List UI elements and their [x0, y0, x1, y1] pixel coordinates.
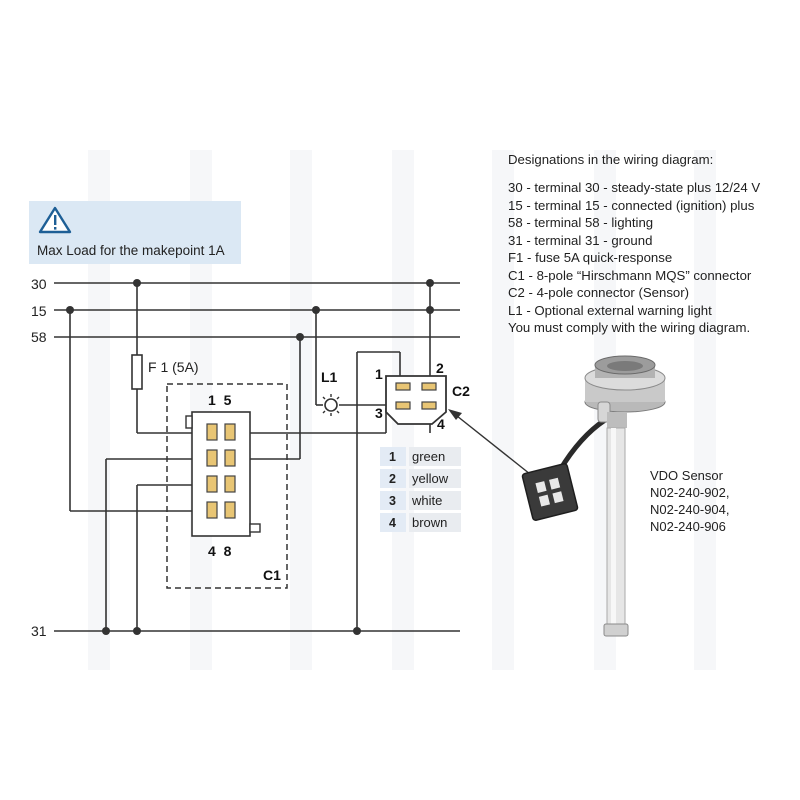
- rail-label-58: 58: [31, 329, 47, 345]
- pin-color-row-2: 2 yellow: [380, 469, 461, 488]
- designations-heading: Designations in the wiring diagram:: [508, 152, 713, 167]
- designation-line: F1 - fuse 5A quick-response: [508, 250, 672, 265]
- designations: Designations in the wiring diagram: 30 -…: [508, 152, 760, 335]
- pin-color: brown: [412, 515, 447, 530]
- pin-color-table: 1 green 2 yellow 3 white 4 brown: [380, 447, 461, 532]
- pin-color-row-4: 4 brown: [380, 513, 461, 532]
- pin-color-row-3: 3 white: [380, 491, 461, 510]
- fuse-label: F 1 (5A): [148, 359, 199, 375]
- designation-line: 31 - terminal 31 - ground: [508, 233, 652, 248]
- sensor-label: VDO Sensor: [650, 468, 724, 483]
- warning-text: Max Load for the makepoint 1A: [37, 243, 225, 258]
- rails: [54, 282, 460, 632]
- junctions: [66, 279, 434, 635]
- warning-triangle-icon: [38, 206, 72, 234]
- pin-number: 3: [389, 494, 396, 508]
- sensor-head: [584, 355, 666, 428]
- lamp-label: L1: [321, 369, 338, 385]
- rail-label-15: 15: [31, 303, 47, 319]
- pin-color: green: [412, 449, 445, 464]
- c1-pins-top-label: 1 5: [208, 392, 232, 408]
- c1-label: C1: [263, 567, 281, 583]
- sensor-tube: [603, 427, 629, 637]
- rail-label-30: 30: [31, 276, 47, 292]
- pin-color: yellow: [412, 471, 449, 486]
- warning-box: Max Load for the makepoint 1A: [29, 201, 241, 264]
- c2-pin3-label: 3: [375, 405, 383, 421]
- sensor-part-number: N02-240-902,: [650, 485, 730, 500]
- designation-line: C1 - 8-pole “Hirschmann MQS” connector: [508, 268, 752, 283]
- designation-line: 15 - terminal 15 - connected (ignition) …: [508, 198, 755, 213]
- sensor-part-number: N02-240-906: [650, 519, 726, 534]
- sensor-illustration: VDO Sensor N02-240-902, N02-240-904, N02…: [448, 355, 730, 637]
- designation-line: 58 - terminal 58 - lighting: [508, 215, 653, 230]
- pin-number: 2: [389, 472, 396, 486]
- rail-label-31: 31: [31, 623, 47, 639]
- c2-pin1-label: 1: [375, 366, 383, 382]
- designation-line: L1 - Optional external warning light: [508, 303, 712, 318]
- c1-pins: [206, 423, 236, 519]
- connector-c1: 1 5 4 8 C1: [166, 383, 288, 589]
- lamp-l1: L1: [321, 369, 340, 416]
- pin-number: 4: [389, 516, 396, 530]
- sensor-part-number: N02-240-904,: [650, 502, 730, 517]
- pin-number: 1: [389, 450, 396, 464]
- fuse-f1: F 1 (5A): [131, 354, 199, 390]
- pin-color-row-1: 1 green: [380, 447, 461, 466]
- designation-line: 30 - terminal 30 - steady-state plus 12/…: [508, 180, 760, 195]
- c2-pin4-label: 4: [437, 416, 445, 432]
- c2-pin2-label: 2: [436, 360, 444, 376]
- c1-pins-bottom-label: 4 8: [208, 543, 232, 559]
- pin-color: white: [411, 493, 442, 508]
- designation-line: You must comply with the wiring diagram.: [508, 320, 750, 335]
- lamp-icon: [322, 394, 340, 416]
- sensor-plug: [521, 463, 579, 521]
- connector-c2: 1 2 3 4 C2: [375, 360, 470, 432]
- c2-label: C2: [452, 383, 470, 399]
- designation-line: C2 - 4-pole connector (Sensor): [508, 285, 689, 300]
